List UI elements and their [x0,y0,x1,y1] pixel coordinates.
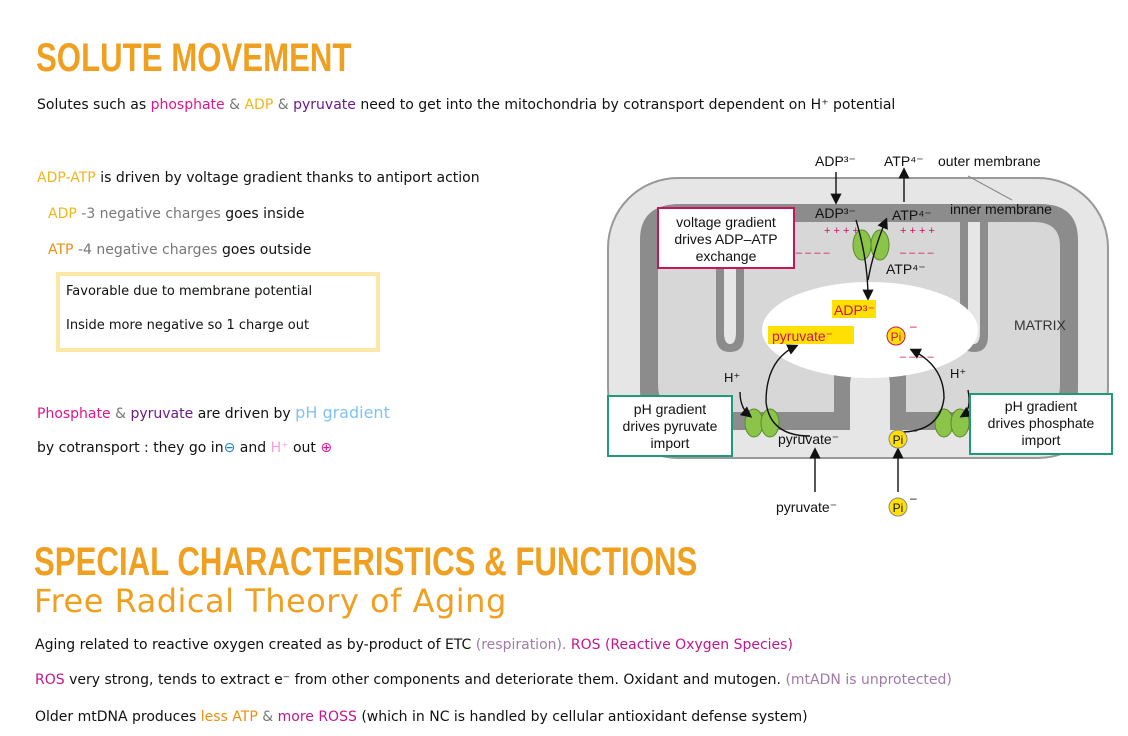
adp-ims-label: ADP³⁻ [815,205,856,221]
adp-matrix-label: ADP³⁻ [834,302,875,318]
pi-ims-charge: – [910,423,917,437]
pi-ims-label: Pi [893,433,904,447]
voltage-box-line-3: exchange [696,248,757,264]
adp-line: ADP -3 negative charges goes inside [48,206,305,222]
pi-outside-label: Pi [893,501,904,515]
aging-line-2: ROS very strong, tends to extract e⁻ fro… [35,672,952,688]
h-right-arrow [959,389,973,418]
pyruvate-import-arrow [765,344,811,437]
section-title: SOLUTE MOVEMENT [36,36,352,80]
adp-matrix-highlight [832,300,876,318]
antiporter-right-icon [870,229,890,261]
minus-signs-right: – – – – [900,247,935,259]
plus-signs-right: + + + + [900,225,935,237]
ph-left-line-1: pH gradient [634,401,706,417]
phosphate-transporter-left-icon [934,408,954,438]
voltage-box-line-2: drives ADP–ATP [674,231,777,247]
inner-membrane-label: inner membrane [950,201,1052,217]
voltage-gradient-box [657,207,795,269]
outer-membrane-label: outer membrane [938,153,1041,169]
pyruvate-matrix-label: pyruvate⁻ [772,328,833,344]
atp-inside-label: ATP⁴⁻ [886,261,926,277]
ph-left-line-3: import [651,435,690,451]
pyruvate-matrix-highlight [768,326,854,344]
pi-ims-icon [888,429,908,449]
matrix-label: MATRIX [1014,317,1067,333]
note-line-1: Favorable due to membrane potential [66,284,313,299]
h-right-label: H⁺ [950,366,966,381]
pyruvate-transporter-right-icon [760,408,780,438]
ph-right-line-2: drives phosphate [988,415,1095,431]
ph-right-line-3: import [1022,432,1061,448]
aging-line-1: Aging related to reactive oxygen created… [35,637,793,653]
outer-membrane-leader [967,175,1013,201]
minus-signs-left: – – – – [796,247,831,259]
ph-right-line-1: pH gradient [1005,398,1077,414]
pyruvate-outside-label: pyruvate⁻ [776,499,837,515]
pi-matrix-charge: – [910,319,917,333]
adp-atp-heading: ADP-ATP is driven by voltage gradient th… [37,170,480,186]
pi-outside-charge: – [910,491,917,505]
phosphate-transporter-right-icon [950,408,970,438]
h-left-label: H⁺ [724,370,740,385]
section-title-2: SPECIAL CHARACTERISTICS & FUNCTIONS [34,540,698,584]
intro-line: Solutes such as phosphate & ADP & pyruva… [37,97,896,113]
ph-phosphate-box [969,393,1113,455]
pi-outside-icon [888,497,908,517]
adp-outside-label: ADP³⁻ [815,153,856,169]
atp-ims-label: ATP⁴⁻ [892,207,932,223]
mitochondria-transport-diagram: + + + + + + + + – – – – – – – – – – – – … [607,153,1113,517]
section-subtitle: Free Radical Theory of Aging [34,582,507,620]
atp-line: ATP -4 negative charges goes outside [48,242,312,258]
ph-pyruvate-box [607,395,733,457]
ph-line-2: by cotransport : they go in⊖ and H⁺ out … [37,440,333,456]
pyruvate-ims-label: pyruvate⁻ [778,431,839,447]
plus-signs-left: + + + + [824,225,859,237]
ph-line-1: Phosphate & pyruvate are driven by pH gr… [37,403,390,422]
atp-outside-label: ATP⁴⁻ [884,153,924,169]
pi-matrix-icon [886,326,906,346]
inner-membrane-leader [997,213,1021,221]
ph-left-line-2: drives pyruvate [623,418,718,434]
adp-to-matrix-arrow [855,219,874,301]
voltage-box-line-1: voltage gradient [676,214,776,230]
atp-to-ims-arrow [867,217,888,281]
matrix-ellipse [762,282,978,378]
phosphate-import-arrow [899,348,945,433]
pi-matrix-label: Pi [891,330,902,344]
note-box [56,272,380,352]
h-left-arrow [739,391,753,418]
note-line-2: Inside more negative so 1 charge out [66,318,310,333]
aging-line-3: Older mtDNA produces less ATP & more ROS… [35,709,808,725]
